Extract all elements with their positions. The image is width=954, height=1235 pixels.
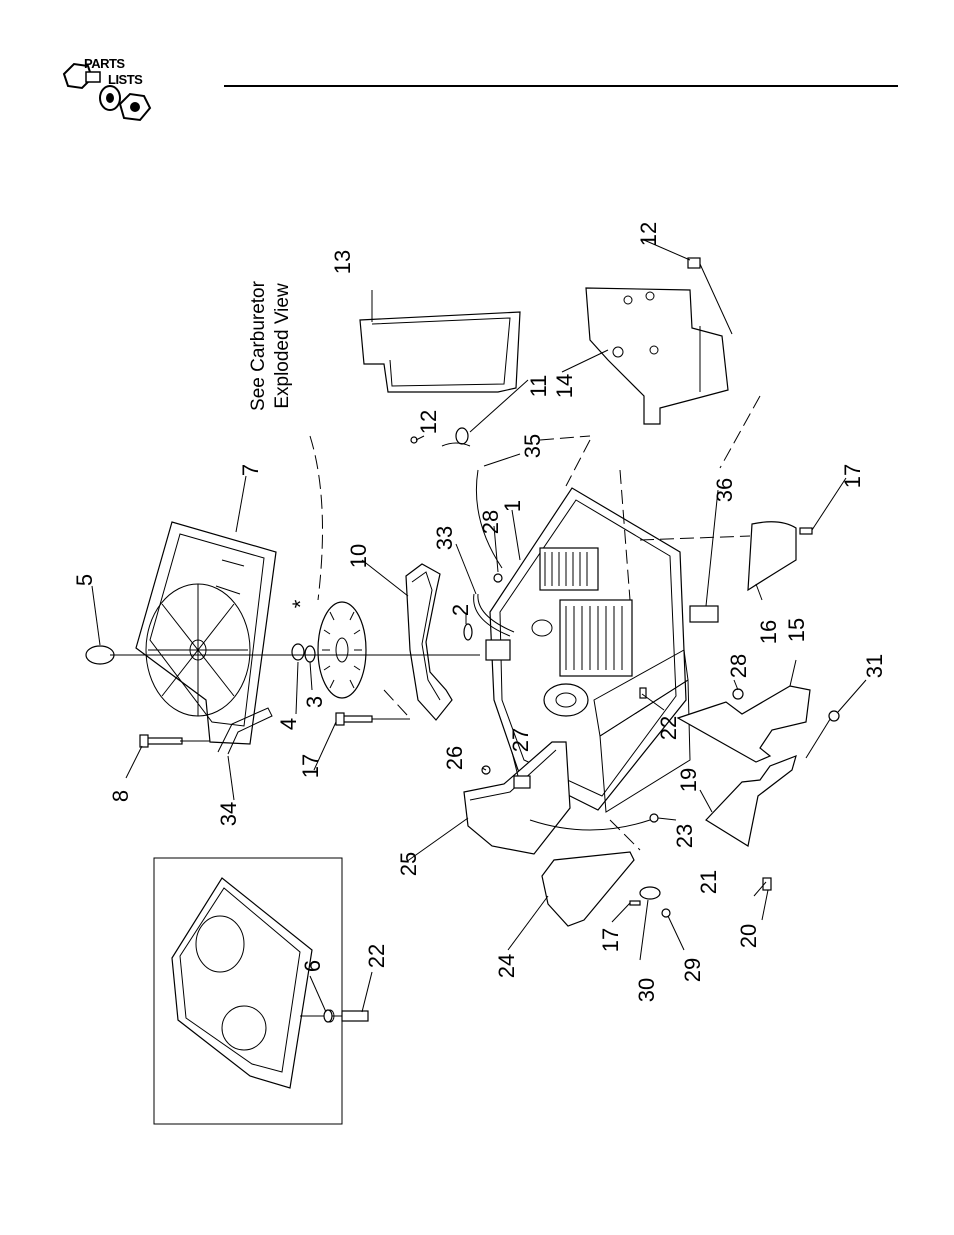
part-27-component xyxy=(514,776,530,788)
part-10-shroud xyxy=(406,564,452,720)
note-asterisk: * xyxy=(288,599,313,608)
callout-16: 16 xyxy=(756,620,781,644)
part-19-plate xyxy=(706,756,796,846)
callout-25: 25 xyxy=(396,852,421,876)
callout-22-center: 22 xyxy=(656,716,681,740)
callout-21: 21 xyxy=(696,870,721,894)
callout-12-top: 12 xyxy=(636,222,661,246)
part-6-washer xyxy=(324,1010,332,1022)
callout-23: 23 xyxy=(672,824,697,848)
callout-35: 35 xyxy=(520,434,545,458)
callout-27: 27 xyxy=(508,728,533,752)
guide-line-10 xyxy=(384,690,408,716)
part-24-plate xyxy=(542,852,634,926)
callout-24: 24 xyxy=(494,954,519,978)
part-7-fan-cover xyxy=(136,522,276,744)
callout-6: 6 xyxy=(300,960,325,972)
inset-frame-detail xyxy=(154,858,368,1124)
part-30-gasket xyxy=(640,887,660,899)
callout-20: 20 xyxy=(736,924,761,948)
callout-1: 1 xyxy=(500,500,525,512)
part-13-panel xyxy=(360,312,520,392)
part-3-washer xyxy=(305,646,315,662)
guide-line-bracket xyxy=(720,396,760,468)
callout-36: 36 xyxy=(712,478,737,502)
note-line-2: Exploded View xyxy=(272,283,293,409)
callout-10: 10 xyxy=(346,544,371,568)
part-17-screw-lower xyxy=(630,901,640,905)
part-4-nut xyxy=(292,644,304,660)
callout-11: 11 xyxy=(526,375,551,398)
callout-28-center: 28 xyxy=(478,510,503,534)
part-15-bracket xyxy=(678,686,810,762)
callout-29: 29 xyxy=(680,958,705,982)
callout-34: 34 xyxy=(216,802,241,826)
callout-28-right: 28 xyxy=(726,654,751,678)
part-8-screw xyxy=(140,735,182,747)
callout-2: 2 xyxy=(448,604,473,616)
guide-line-35 xyxy=(540,436,590,440)
callout-19: 19 xyxy=(676,768,701,792)
callout-26: 26 xyxy=(442,746,467,770)
callout-17-right: 17 xyxy=(840,464,865,488)
part-29-ring xyxy=(662,909,670,917)
callout-14: 14 xyxy=(552,374,577,398)
callout-17-center: 17 xyxy=(298,754,323,778)
callout-30: 30 xyxy=(634,978,659,1002)
carburetor-guide-line xyxy=(310,436,323,600)
callout-33: 33 xyxy=(432,526,457,550)
callout-5: 5 xyxy=(72,574,97,586)
axis-line-12 xyxy=(700,264,732,334)
part-11-grommet xyxy=(456,428,468,444)
part-31-rod xyxy=(806,711,839,758)
part-5-cap xyxy=(86,646,114,664)
part-28-clip-center xyxy=(494,574,502,582)
callout-12-upper-left: 12 xyxy=(416,410,441,434)
part-28-clip-right xyxy=(733,689,743,699)
part-14-bracket xyxy=(586,288,728,424)
callout-13: 13 xyxy=(330,250,355,274)
callout-17-lower: 17 xyxy=(598,928,623,952)
callout-8: 8 xyxy=(108,790,133,802)
part-17-screw-right xyxy=(800,528,812,534)
callout-7: 7 xyxy=(238,464,263,476)
part-16-curved-shield xyxy=(748,522,796,590)
part-17-screw-center xyxy=(336,713,372,725)
callout-31: 31 xyxy=(862,654,887,678)
guide-line-14 xyxy=(566,440,590,486)
note-line-1: See Carburetor xyxy=(248,280,269,411)
part-flywheel xyxy=(318,602,366,698)
callout-3: 3 xyxy=(302,696,327,708)
part-36-label xyxy=(690,606,718,622)
callout-22-inset: 22 xyxy=(364,944,389,968)
part-2-key xyxy=(464,624,472,640)
callout-15: 15 xyxy=(784,618,809,642)
callout-4: 4 xyxy=(276,718,301,730)
